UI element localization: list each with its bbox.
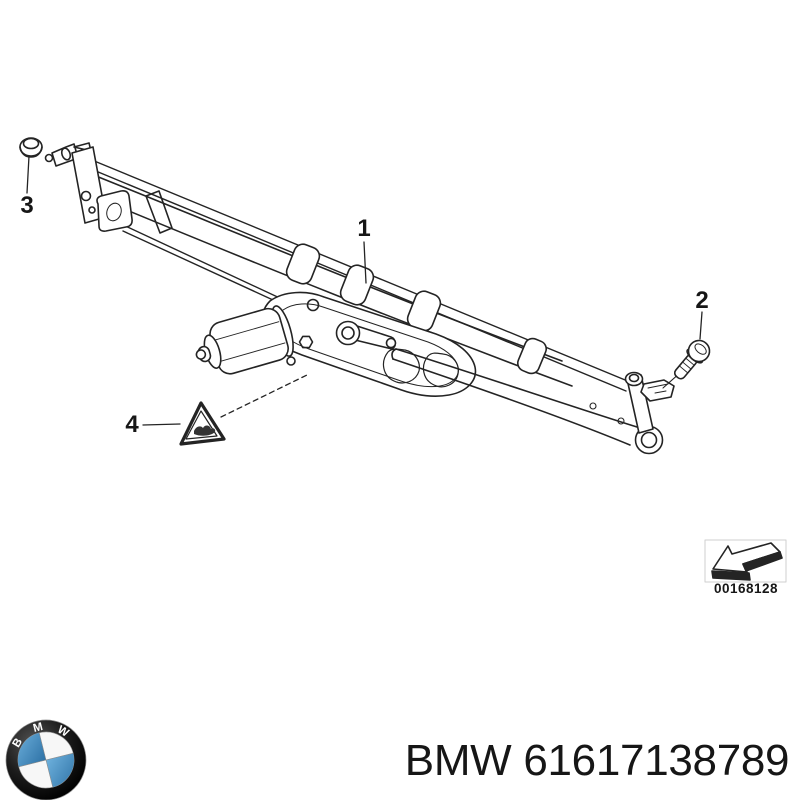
logo-letter-m: M [32, 721, 44, 735]
right-crank-link [624, 371, 675, 434]
corner-arrow-icon [704, 539, 787, 583]
wiper-motor [195, 305, 294, 375]
tube-clamps [285, 243, 548, 375]
crush-hazard-triangle-icon [179, 401, 226, 446]
diagram-stamp-number: 00168128 [713, 581, 779, 596]
leader-line-3 [26, 155, 30, 194]
part-number-text: BMW 61617138789 [404, 736, 790, 785]
callout-4: 4 [125, 411, 139, 438]
leader-line-4 [142, 423, 181, 426]
callout-1: 1 [357, 215, 371, 242]
leader-line-2 [699, 311, 703, 340]
crank [335, 320, 397, 350]
callout-3: 3 [20, 192, 34, 219]
bmw-logo: B M W [5, 719, 87, 800]
left-pivot-bracket [44, 142, 133, 232]
leader-line-1 [363, 241, 367, 284]
right-arm [391, 348, 664, 455]
bolt-part-2 [662, 339, 711, 389]
callout-2: 2 [695, 287, 709, 314]
leader-line-4-dashed [220, 373, 310, 418]
leader-lines [26, 155, 703, 426]
cap-nut-part-3 [19, 137, 43, 158]
